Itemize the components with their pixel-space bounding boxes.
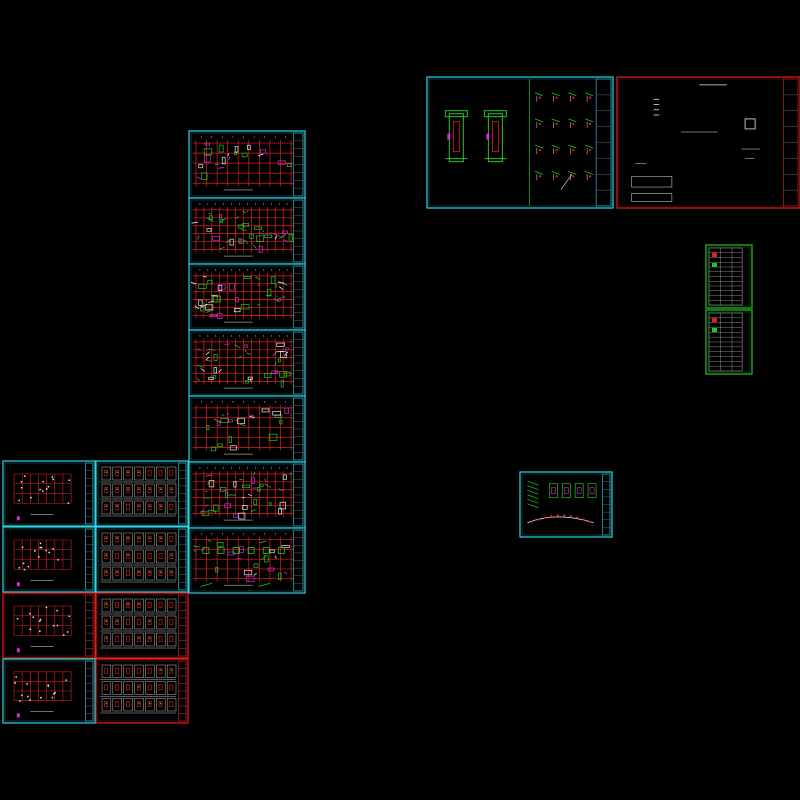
sheet-design-notes-frame — [616, 76, 800, 209]
sheet-col1-row2[interactable] — [2, 526, 96, 593]
sheet-col3-row6-frame — [188, 461, 306, 529]
sheet-col3-row5-frame — [188, 395, 306, 463]
sheet-stair-details-frame — [426, 76, 614, 209]
sheet-design-notes[interactable] — [616, 76, 800, 209]
sheet-small-elevation-frame — [519, 471, 613, 538]
sheet-col1-row4[interactable] — [2, 658, 96, 724]
sheet-col2-row4-frame — [95, 658, 189, 724]
sheet-col3-row2[interactable] — [188, 197, 306, 265]
sheet-col3-row4-frame — [188, 329, 306, 397]
sheet-col2-row1[interactable] — [95, 460, 189, 527]
sheet-col2-row3[interactable] — [95, 592, 189, 659]
sheet-col2-row2[interactable] — [95, 526, 189, 593]
sheet-col3-row1[interactable] — [188, 130, 306, 199]
sheet-schedule-bottom[interactable] — [705, 309, 753, 375]
sheet-col3-row3[interactable] — [188, 263, 306, 331]
sheet-stair-details[interactable] — [426, 76, 614, 209]
sheet-col2-row4[interactable] — [95, 658, 189, 724]
sheet-col3-row4[interactable] — [188, 329, 306, 397]
sheet-small-elevation[interactable] — [519, 471, 613, 538]
sheet-col3-row7-frame — [188, 527, 306, 594]
sheet-col3-row3-frame — [188, 263, 306, 331]
sheets-layer — [2, 76, 800, 724]
sheet-col3-row6[interactable] — [188, 461, 306, 529]
sheet-col1-row3[interactable] — [2, 592, 96, 659]
sheet-col2-row1-frame — [95, 460, 189, 527]
sheet-col2-row2-frame — [95, 526, 189, 593]
sheet-col3-row5[interactable] — [188, 395, 306, 463]
sheet-col1-row1[interactable] — [2, 460, 96, 527]
sheet-schedule-top[interactable] — [705, 244, 753, 309]
sheet-col2-row3-frame — [95, 592, 189, 659]
sheet-col3-row7[interactable] — [188, 527, 306, 594]
